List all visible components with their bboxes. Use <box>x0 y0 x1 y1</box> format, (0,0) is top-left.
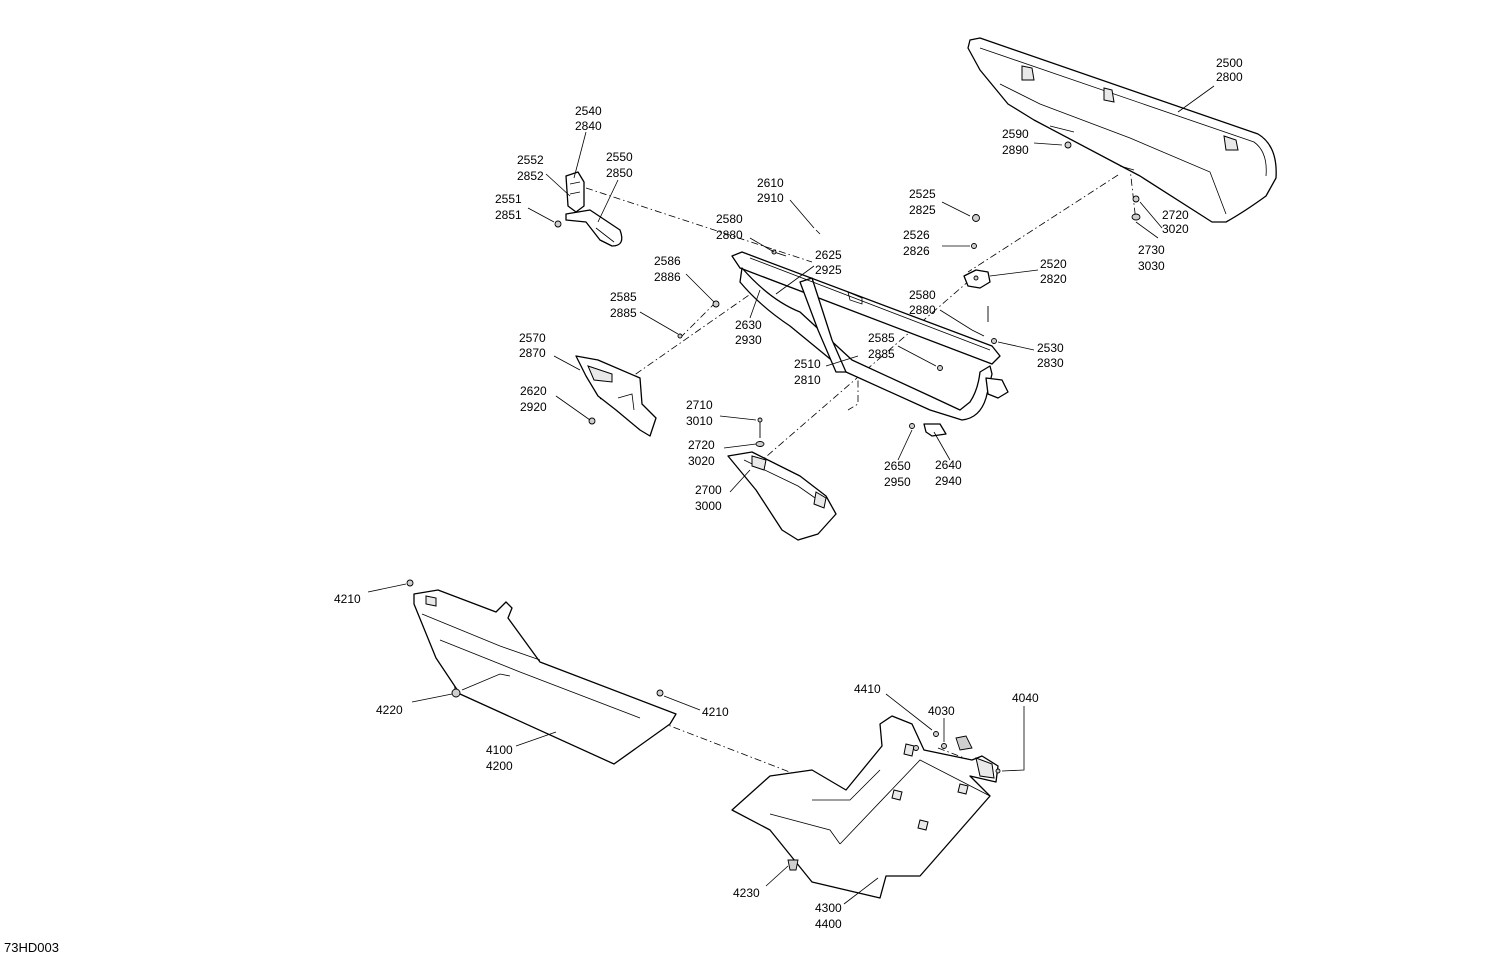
storage-pocket-2700 <box>727 451 837 541</box>
screw-2585-right <box>937 365 943 371</box>
clip-2640 <box>923 423 947 437</box>
bolt-2525 <box>972 214 980 222</box>
pin-2530 <box>987 306 997 344</box>
door-frame-2510 <box>731 251 1009 421</box>
nut-4210-lower <box>656 689 664 697</box>
callout-c4220: 4220 <box>376 703 403 717</box>
callout-c4210a: 4210 <box>334 592 361 606</box>
door-panel-2500 <box>967 37 1277 223</box>
washer-2586 <box>712 300 720 308</box>
skid-plate-4300 <box>731 715 999 899</box>
fastener-2730 <box>1131 213 1141 221</box>
callout-c4230: 4230 <box>733 886 760 900</box>
nut-4210-upper <box>406 579 414 587</box>
washer-2720-lower <box>755 441 765 447</box>
screw-4040 <box>995 768 1001 774</box>
strap-2550 <box>565 209 623 247</box>
screw-2620 <box>588 417 596 425</box>
callout-c4410: 4410 <box>854 682 881 696</box>
clip-4030 <box>941 735 973 751</box>
leader-lines <box>367 85 1215 905</box>
hinge-bracket-2520 <box>963 269 991 289</box>
fastener-2720-upper <box>1132 195 1140 203</box>
bracket-2570 <box>575 355 657 437</box>
latch-bracket-2540 <box>565 171 585 213</box>
drawing-code: 73HD003 <box>4 940 59 955</box>
clip-4230 <box>787 859 799 871</box>
pin-2610 <box>815 229 821 235</box>
washer-2526 <box>971 243 977 249</box>
fastener-4220 <box>451 688 461 698</box>
bolt-2580-lower <box>971 329 985 337</box>
screw-2650 <box>909 423 915 429</box>
pin-4410 <box>933 731 939 737</box>
screw-2585-left <box>677 333 683 339</box>
skid-plate-4100 <box>413 589 677 765</box>
fastener-2590 <box>1064 141 1072 149</box>
callout-c4210b: 4210 <box>702 705 729 719</box>
callout-c4030: 4030 <box>928 704 955 718</box>
callout-c4040: 4040 <box>1012 691 1039 705</box>
screw-2551 <box>554 220 562 228</box>
bolt-2710 <box>757 417 763 438</box>
